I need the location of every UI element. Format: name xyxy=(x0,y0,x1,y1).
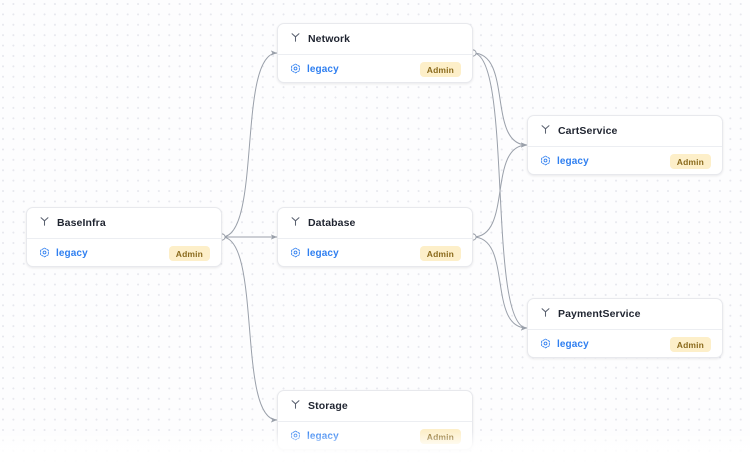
node-title: BaseInfra xyxy=(57,217,106,229)
branch-icon xyxy=(39,214,50,232)
node-divider xyxy=(528,329,722,330)
node-resource-label: legacy xyxy=(307,431,339,442)
node-resource-label: legacy xyxy=(307,248,339,259)
graph-node-baseinfra[interactable]: BaseInfra legacy Admin xyxy=(26,207,222,267)
node-role-badge: Admin xyxy=(168,246,210,261)
node-header: Database xyxy=(278,208,472,238)
edge-baseinfra-network[interactable] xyxy=(221,50,278,238)
node-resource-label: legacy xyxy=(557,156,589,167)
hexagon-node-icon xyxy=(290,245,301,263)
node-title: CartService xyxy=(558,125,618,137)
branch-icon xyxy=(540,122,551,140)
node-role-badge: Admin xyxy=(419,246,461,261)
node-role-badge: Admin xyxy=(419,62,461,77)
node-header: Network xyxy=(278,24,472,54)
hexagon-node-icon xyxy=(39,245,50,263)
node-role-badge: Admin xyxy=(669,154,711,169)
hexagon-node-icon xyxy=(540,153,551,171)
node-resource[interactable]: legacy xyxy=(290,245,339,263)
node-role-badge: Admin xyxy=(669,337,711,352)
node-title: Storage xyxy=(308,400,348,412)
node-resource[interactable]: legacy xyxy=(290,428,339,446)
branch-icon xyxy=(290,397,301,415)
graph-node-cartservice[interactable]: CartService legacy Admin xyxy=(527,115,723,175)
hexagon-node-icon xyxy=(540,336,551,354)
graph-node-storage[interactable]: Storage legacy Admin xyxy=(277,390,473,450)
node-resource-label: legacy xyxy=(307,64,339,75)
node-resource[interactable]: legacy xyxy=(540,336,589,354)
edge-network-cartservice[interactable] xyxy=(472,52,528,148)
graph-node-database[interactable]: Database legacy Admin xyxy=(277,207,473,267)
node-body: legacy Admin xyxy=(278,55,472,82)
node-divider xyxy=(278,421,472,422)
hexagon-node-icon xyxy=(290,428,301,446)
graph-node-paymentservice[interactable]: PaymentService legacy Admin xyxy=(527,298,723,358)
node-body: legacy Admin xyxy=(27,239,221,266)
node-divider xyxy=(27,238,221,239)
branch-icon xyxy=(290,30,301,48)
node-title: PaymentService xyxy=(558,308,641,320)
node-title: Network xyxy=(308,33,351,45)
node-header: CartService xyxy=(528,116,722,146)
edge-baseinfra-storage[interactable] xyxy=(221,236,278,423)
graph-node-network[interactable]: Network legacy Admin xyxy=(277,23,473,83)
edge-database-cartservice[interactable] xyxy=(472,142,528,238)
hexagon-node-icon xyxy=(290,61,301,79)
node-divider xyxy=(278,54,472,55)
node-body: legacy Admin xyxy=(528,147,722,174)
node-header: BaseInfra xyxy=(27,208,221,238)
node-body: legacy Admin xyxy=(278,239,472,266)
node-header: PaymentService xyxy=(528,299,722,329)
branch-icon xyxy=(540,305,551,323)
node-title: Database xyxy=(308,217,356,229)
node-resource[interactable]: legacy xyxy=(290,61,339,79)
node-resource-label: legacy xyxy=(56,248,88,259)
node-role-badge: Admin xyxy=(419,429,461,444)
node-divider xyxy=(278,238,472,239)
node-resource-label: legacy xyxy=(557,339,589,350)
node-header: Storage xyxy=(278,391,472,421)
node-resource[interactable]: legacy xyxy=(39,245,88,263)
node-resource[interactable]: legacy xyxy=(540,153,589,171)
branch-icon xyxy=(290,214,301,232)
node-divider xyxy=(528,146,722,147)
edge-network-paymentservice[interactable] xyxy=(472,52,528,331)
node-body: legacy Admin xyxy=(278,422,472,449)
edge-database-paymentservice[interactable] xyxy=(472,236,528,331)
node-body: legacy Admin xyxy=(528,330,722,357)
